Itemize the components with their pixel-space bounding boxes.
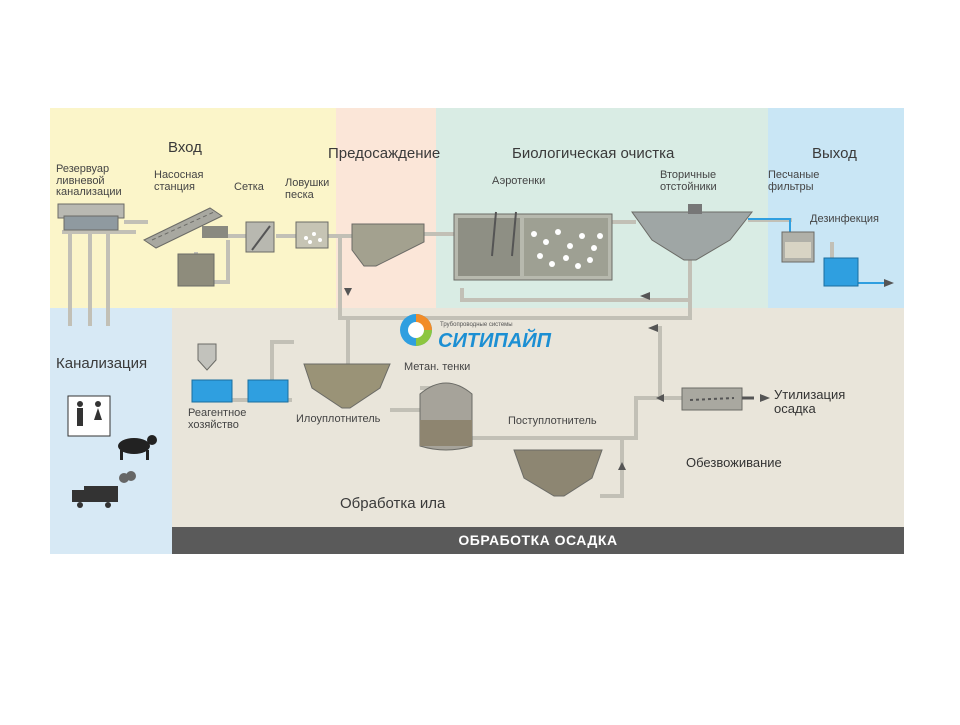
logo-mark	[400, 314, 432, 346]
arrow-down-presettle	[344, 288, 352, 296]
pump-tank	[177, 253, 215, 287]
label-disinfection: Дезинфекция	[810, 213, 879, 225]
arrow-return-main	[648, 324, 658, 332]
aerotank	[453, 211, 613, 281]
sludge-zone	[172, 308, 904, 527]
presettling-zone	[336, 108, 436, 308]
zone-label-exit: Выход	[812, 145, 857, 162]
zone-label-entry: Вход	[168, 139, 202, 156]
label-sludge-thickener: Илоуплотнитель	[296, 413, 381, 425]
reagent-tank	[191, 343, 289, 403]
zone-label-sludge: Обработка ила	[340, 495, 446, 512]
label-methane-tanks: Метан. тенки	[404, 361, 471, 373]
label-aerotanks: Аэротенки	[492, 175, 546, 187]
sand-filter-unit	[781, 231, 815, 263]
dewatering-press	[681, 387, 754, 411]
screen-unit	[245, 221, 275, 253]
label-pump-station: Насосная станция	[154, 169, 204, 193]
methane-tank	[419, 382, 473, 451]
zone-label-sewer: Канализация	[56, 355, 148, 372]
sand-trap-unit	[295, 221, 329, 249]
label-reagent: Реагентное хозяйство	[188, 407, 247, 431]
flow-arrows	[344, 279, 894, 470]
arrow-to-disposal	[760, 394, 770, 402]
logo-tagline: Трубопроводные системы	[440, 322, 513, 328]
secondary-clarifier	[631, 211, 754, 261]
zone-label-bio: Биологическая очистка	[512, 145, 675, 162]
people-icon	[67, 395, 111, 437]
storm-reservoir	[57, 203, 125, 231]
arrow-to-dewatering	[656, 394, 664, 402]
label-disposal: Утилизация осадка	[774, 387, 846, 416]
footer-bar: ОБРАБОТКА ОСАДКА	[172, 527, 904, 554]
label-sand-traps: Ловушки песка	[285, 177, 330, 201]
sludge-thickener	[303, 363, 391, 409]
cloud-icon	[119, 471, 136, 483]
label-screen: Сетка	[234, 181, 264, 193]
pump-station	[142, 207, 228, 249]
label-dewatering: Обезвоживание	[686, 455, 782, 470]
label-post-thickener: Поступлотнитель	[508, 415, 597, 427]
post-thickener	[513, 449, 603, 497]
clarifier-bridge	[688, 204, 702, 214]
truck-icon	[72, 486, 118, 508]
primary-settler	[351, 223, 425, 267]
logo-name: СИТИПАЙП	[438, 330, 552, 352]
zone-label-presettling: Предосаждение	[328, 145, 441, 162]
arrow-return-bio	[640, 292, 650, 300]
disinfection-tank	[823, 257, 859, 287]
arrow-exit	[884, 279, 894, 287]
label-secondary-clarifiers: Вторичные отстойники	[660, 169, 717, 193]
cow-icon	[118, 435, 157, 460]
arrow-up-post	[618, 462, 626, 470]
label-sand-filters: Песчаные фильтры	[768, 169, 820, 193]
label-storm-reservoir: Резервуар ливневой канализации	[56, 163, 122, 199]
